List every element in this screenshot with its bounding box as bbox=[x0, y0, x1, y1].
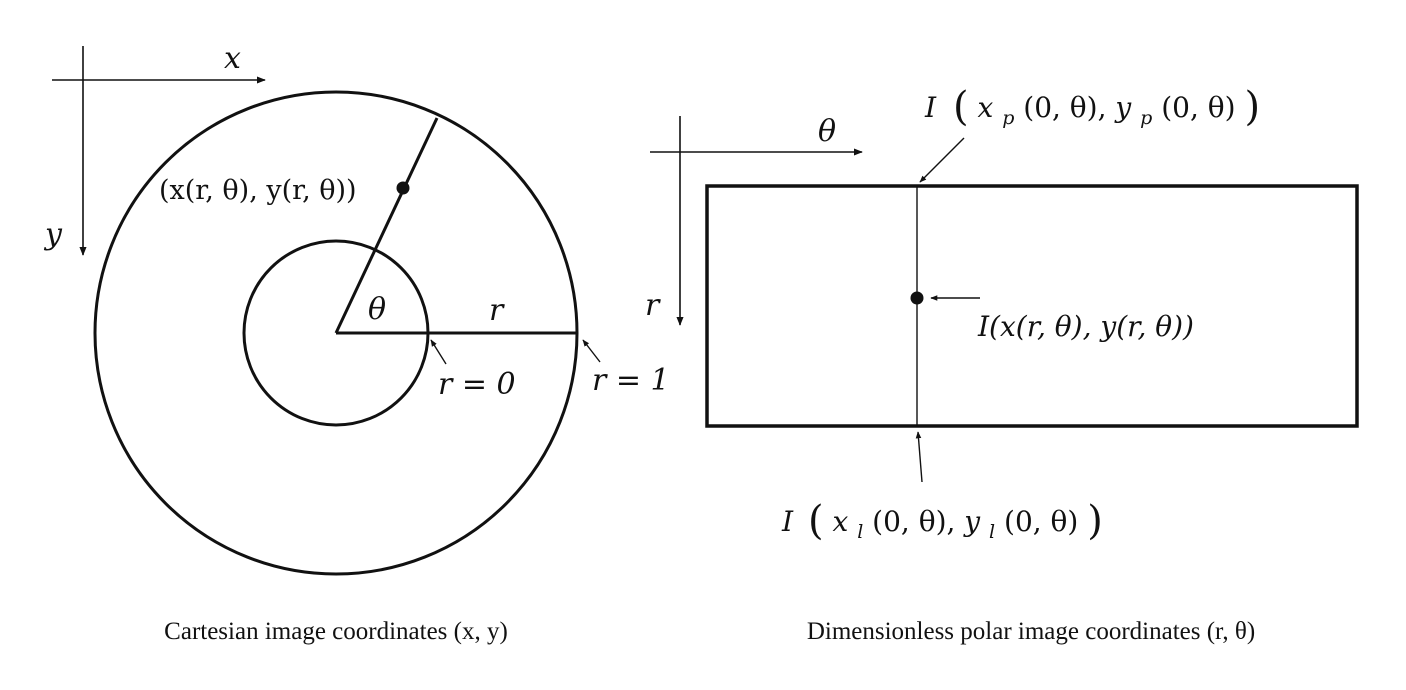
top-label-I: I bbox=[924, 91, 937, 124]
top-label-sub-2: p bbox=[1140, 107, 1152, 129]
radius-label: r bbox=[489, 293, 505, 328]
y-axis-label: y bbox=[43, 217, 63, 252]
radius-line-angled bbox=[334, 117, 439, 334]
inner-radius-label: r = 0 bbox=[438, 367, 516, 402]
top-label-x: x bbox=[977, 91, 993, 124]
bottom-label-mid: (0, θ), bbox=[872, 505, 964, 538]
bottom-label-x: x bbox=[832, 505, 848, 538]
top-label-paren-close: ) bbox=[1244, 84, 1260, 130]
top-label-y: y bbox=[1113, 91, 1132, 124]
bottom-label-sub-2: l bbox=[989, 521, 995, 543]
left-caption: Cartesian image coordinates (x, y) bbox=[164, 618, 508, 645]
bottom-label-sub-1: l bbox=[857, 521, 863, 543]
sample-point bbox=[396, 181, 410, 195]
bottom-label-y: y bbox=[962, 505, 981, 538]
polar-sample-point bbox=[910, 291, 924, 305]
top-pointer-arrow bbox=[919, 137, 965, 183]
theta-axis-label: θ bbox=[818, 114, 836, 149]
bottom-label-paren-close: ) bbox=[1087, 498, 1103, 544]
cartesian-panel: x y (x(r, θ), y(r, θ)) θ r r = 0 r = 1 C… bbox=[43, 41, 670, 645]
polar-image-rect bbox=[705, 184, 1359, 428]
top-label-end: (0, θ) bbox=[1161, 91, 1235, 124]
bottom-label-I: I bbox=[781, 505, 794, 538]
mid-label: I(x(r, θ), y(r, θ)) bbox=[977, 310, 1194, 343]
top-label: I ( x p (0, θ), y p (0, θ) ) bbox=[924, 84, 1260, 131]
top-label-paren-open: ( bbox=[953, 84, 969, 130]
angle-label: θ bbox=[368, 292, 386, 327]
inner-pointer-arrow bbox=[430, 339, 447, 365]
point-label: (x(r, θ), y(r, θ)) bbox=[159, 175, 357, 206]
mid-label-text: I(x(r, θ), y(r, θ)) bbox=[977, 310, 1194, 343]
outer-radius-label: r = 1 bbox=[592, 363, 670, 398]
x-axis-label: x bbox=[224, 41, 241, 76]
bottom-label: I ( x l (0, θ), y l (0, θ) ) bbox=[781, 498, 1103, 545]
outer-pointer-arrow bbox=[582, 339, 601, 363]
bottom-pointer-arrow bbox=[915, 431, 923, 483]
r-axis-label: r bbox=[645, 288, 661, 323]
bottom-label-paren-open: ( bbox=[808, 498, 824, 544]
right-caption: Dimensionless polar image coordinates (r… bbox=[807, 618, 1255, 645]
bottom-label-end: (0, θ) bbox=[1004, 505, 1078, 538]
top-label-mid: (0, θ), bbox=[1023, 91, 1115, 124]
top-label-sub-1: p bbox=[1002, 107, 1014, 129]
polar-panel: θ r I ( x p (0, θ), y p (0, θ) ) I(x(r, … bbox=[645, 84, 1359, 645]
